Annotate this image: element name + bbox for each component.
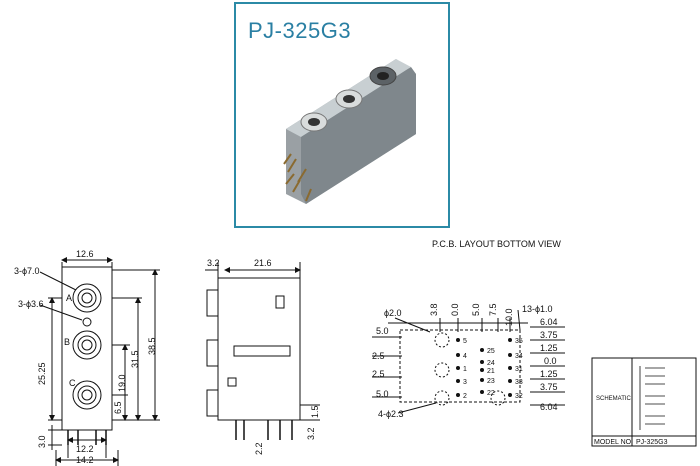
label-hole-a: 3-ϕ7.0 bbox=[14, 266, 40, 276]
pin-l-1: 4 bbox=[463, 353, 467, 360]
pcb-x-2: 5.0 bbox=[471, 303, 481, 316]
product-photo bbox=[283, 59, 416, 204]
pin-l-0: 5 bbox=[463, 338, 467, 345]
jack-port-c bbox=[369, 66, 397, 86]
jack-label-c: C bbox=[69, 378, 76, 388]
pcb-dia-2-0: ϕ2.0 bbox=[384, 308, 402, 318]
model-title: PJ-325G3 bbox=[248, 18, 352, 43]
dim-6-5: 6.5 bbox=[113, 401, 123, 414]
side-view bbox=[205, 262, 320, 440]
jack-pins bbox=[283, 153, 312, 202]
pcb-outline bbox=[399, 329, 521, 403]
pcb-mount-label: 4-ϕ2.3 bbox=[378, 409, 404, 419]
dim-side-3-2b: 3.2 bbox=[306, 427, 316, 440]
dim-bottom-inner: 12.2 bbox=[76, 444, 94, 454]
jack-housing-side bbox=[301, 67, 416, 204]
pin-m-4: 22 bbox=[487, 390, 495, 397]
dim-38-5: 38.5 bbox=[147, 337, 157, 355]
pin-l-3: 3 bbox=[463, 379, 467, 386]
dim-19-0: 19.0 bbox=[117, 374, 127, 392]
pin-r-0: 35 bbox=[515, 338, 523, 345]
front-view-labels: 12.6 3-ϕ7.0 3-ϕ3.6 A B C 31.5 38.5 19.0 … bbox=[14, 249, 157, 465]
jack-label-a: A bbox=[66, 293, 72, 303]
side-view-labels: 3.2 21.6 1.5 2.2 3.2 bbox=[207, 258, 320, 455]
pcb-right-3: 0.0 bbox=[544, 356, 557, 366]
pcb-left-1: 2.5 bbox=[372, 351, 385, 361]
pcb-title: P.C.B. LAYOUT BOTTOM VIEW bbox=[432, 239, 561, 249]
model-no-value: PJ-325G3 bbox=[636, 439, 668, 446]
product-photo-frame: PJ-325G3 bbox=[234, 2, 450, 228]
pcb-left-3: 5.0 bbox=[376, 389, 389, 399]
pcb-right-2: 1.25 bbox=[540, 343, 558, 353]
pcb-holes-label: 13-ϕ1.0 bbox=[522, 304, 553, 314]
pcb-right-5: 3.75 bbox=[540, 382, 558, 392]
model-no-label: MODEL NO. bbox=[594, 439, 633, 446]
pcb-pads bbox=[456, 338, 512, 397]
pcb-layout bbox=[372, 309, 565, 414]
dim-31-5: 31.5 bbox=[130, 350, 140, 368]
schematic-labels: SCHEMATIC MODEL NO. PJ-325G3 bbox=[594, 396, 668, 446]
pcb-x-3: 7.5 bbox=[488, 303, 498, 316]
front-outline bbox=[61, 266, 113, 431]
dim-25-25: 25.25 bbox=[37, 362, 47, 385]
dim-3-0: 3.0 bbox=[37, 435, 47, 448]
pin-l-4: 2 bbox=[463, 393, 467, 400]
jack-port-b bbox=[335, 89, 363, 109]
pin-r-4: 32 bbox=[515, 393, 523, 400]
pcb-right-1: 3.75 bbox=[540, 330, 558, 340]
dim-side-2-2: 2.2 bbox=[254, 442, 264, 455]
schematic-label: SCHEMATIC bbox=[596, 396, 632, 402]
pcb-x-4: 10.0 bbox=[504, 308, 514, 326]
pin-l-2: 1 bbox=[463, 366, 467, 373]
schematic-box bbox=[591, 357, 697, 447]
pcb-x-1: 0.0 bbox=[450, 303, 460, 316]
pin-m-3: 23 bbox=[487, 378, 495, 385]
pcb-right-6: 6.04 bbox=[540, 402, 558, 412]
label-hole-small: 3-ϕ3.6 bbox=[18, 299, 44, 309]
pcb-right-4: 1.25 bbox=[540, 369, 558, 379]
dim-bottom-outer: 14.2 bbox=[76, 455, 94, 465]
pcb-left-0: 5.0 bbox=[376, 326, 389, 336]
pcb-right-0: 6.04 bbox=[540, 317, 558, 327]
dim-side-21-6: 21.6 bbox=[254, 258, 272, 268]
dim-top-width: 12.6 bbox=[76, 249, 94, 259]
pin-m-1: 24 bbox=[487, 360, 495, 367]
pcb-x-0: 3.8 bbox=[429, 303, 439, 316]
pin-m-2: 21 bbox=[487, 368, 495, 375]
jack-port-a bbox=[300, 112, 328, 132]
jack-label-b: B bbox=[64, 337, 70, 347]
dim-side-3-2: 3.2 bbox=[207, 258, 220, 268]
pin-r-3: 33 bbox=[515, 379, 523, 386]
front-view bbox=[39, 257, 160, 466]
pcb-left-2: 2.5 bbox=[372, 369, 385, 379]
dim-side-1-5: 1.5 bbox=[310, 405, 320, 418]
pin-m-0: 25 bbox=[487, 348, 495, 355]
pin-r-1: 34 bbox=[515, 353, 523, 360]
pcb-labels: ϕ2.0 3.8 0.0 5.0 7.5 10.0 13-ϕ1.0 5.0 2.… bbox=[372, 303, 558, 419]
pin-r-2: 31 bbox=[515, 366, 523, 373]
